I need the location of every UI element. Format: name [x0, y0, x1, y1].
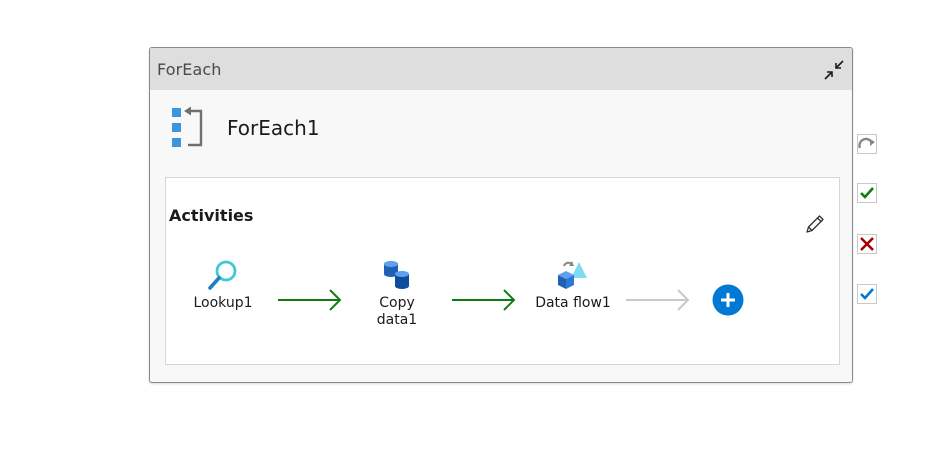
plus-circle-icon [712, 284, 744, 316]
copy-data-icon [384, 261, 409, 289]
activities-title: Activities [169, 206, 254, 225]
inactive-connector-arrow[interactable] [624, 288, 694, 312]
success-connector-arrow[interactable] [276, 288, 346, 312]
data-flow-icon [558, 261, 587, 289]
activity-copy-data1[interactable]: Copy data1 [360, 258, 434, 329]
check-icon[interactable] [857, 183, 877, 203]
activity-data-flow1[interactable]: Data flow1 [528, 258, 618, 312]
pencil-icon[interactable] [804, 213, 826, 235]
activity-label: Lookup1 [193, 295, 253, 311]
foreach-activity-name: ForEach1 [227, 116, 320, 140]
foreach-header: ForEach [150, 48, 852, 90]
x-icon[interactable] [857, 234, 877, 254]
activity-lookup1[interactable]: Lookup1 [186, 258, 260, 312]
skip-arrow-icon[interactable] [857, 134, 877, 154]
lookup-icon [208, 260, 237, 290]
completion-check-icon[interactable] [857, 284, 877, 304]
activity-label-line1: Copy [379, 295, 415, 311]
foreach-icon [170, 106, 208, 150]
add-activity-button[interactable] [712, 284, 744, 316]
foreach-container[interactable]: ForEach ForEach1 Activities [149, 47, 853, 383]
container-title: ForEach [157, 60, 222, 79]
activity-label-line2: data1 [376, 312, 418, 328]
activity-label: Data flow1 [535, 295, 611, 311]
collapse-icon[interactable] [820, 56, 848, 84]
activities-panel: Activities Lookup1 [165, 177, 840, 365]
success-connector-arrow[interactable] [450, 288, 520, 312]
